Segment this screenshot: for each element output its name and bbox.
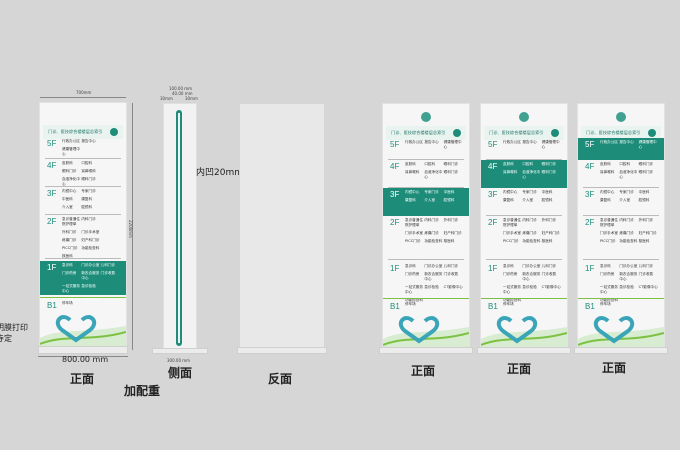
- logo-icon: [421, 112, 431, 122]
- info-icon: [110, 128, 118, 136]
- sign-header-title: 门诊、医技综合楼楼层总索引: [48, 129, 103, 134]
- sign-header: 门诊、医技综合楼楼层总索引: [386, 112, 466, 140]
- note-line1: 明膜打印: [0, 323, 28, 332]
- caption-front-4: 正面: [602, 361, 627, 375]
- width-top-label: 700mm: [76, 90, 92, 95]
- logo-icon: [616, 112, 626, 122]
- caption-front-1: 正面: [70, 372, 95, 386]
- info-icon: [648, 129, 656, 137]
- depth-note: 内凹20mm: [196, 168, 243, 178]
- note-line2: 寺定: [0, 334, 12, 343]
- caption-front-2: 正面: [411, 364, 436, 378]
- sign-base: [477, 347, 571, 354]
- sign-header: 门诊、医技综合楼楼层总索引: [581, 112, 661, 140]
- sign-header-title: 门诊、医技综合楼楼层总索引: [391, 130, 446, 135]
- caption-side: 侧面: [168, 366, 193, 380]
- back-panel: [240, 104, 324, 348]
- width-bottom-label: 800.00 mm: [62, 355, 109, 364]
- sign-base: [574, 347, 668, 354]
- height-label: 2200mm: [128, 220, 133, 238]
- wave-heart-graphic: [578, 316, 664, 351]
- sign-base: [38, 346, 128, 354]
- sign-header: 门诊、医技综合楼楼层总索引: [43, 125, 123, 139]
- side-base: [152, 348, 208, 354]
- caption-back: 反面: [268, 372, 293, 386]
- back-base: [237, 347, 327, 354]
- info-icon: [551, 129, 559, 137]
- sign-header-title: 门诊、医技综合楼楼层总索引: [586, 130, 641, 135]
- sign-header-title: 门诊、医技综合楼楼层总索引: [489, 130, 544, 135]
- caption-front-3: 正面: [507, 362, 532, 376]
- wave-heart-graphic: [40, 315, 126, 350]
- sign-header: 门诊、医技综合楼楼层总索引: [484, 112, 564, 140]
- logo-icon: [519, 112, 529, 122]
- info-icon: [453, 129, 461, 137]
- wave-heart-graphic: [481, 316, 567, 351]
- wave-heart-graphic: [383, 316, 469, 351]
- sign-base: [379, 347, 473, 354]
- caption-counterweight: 加配重: [124, 384, 161, 398]
